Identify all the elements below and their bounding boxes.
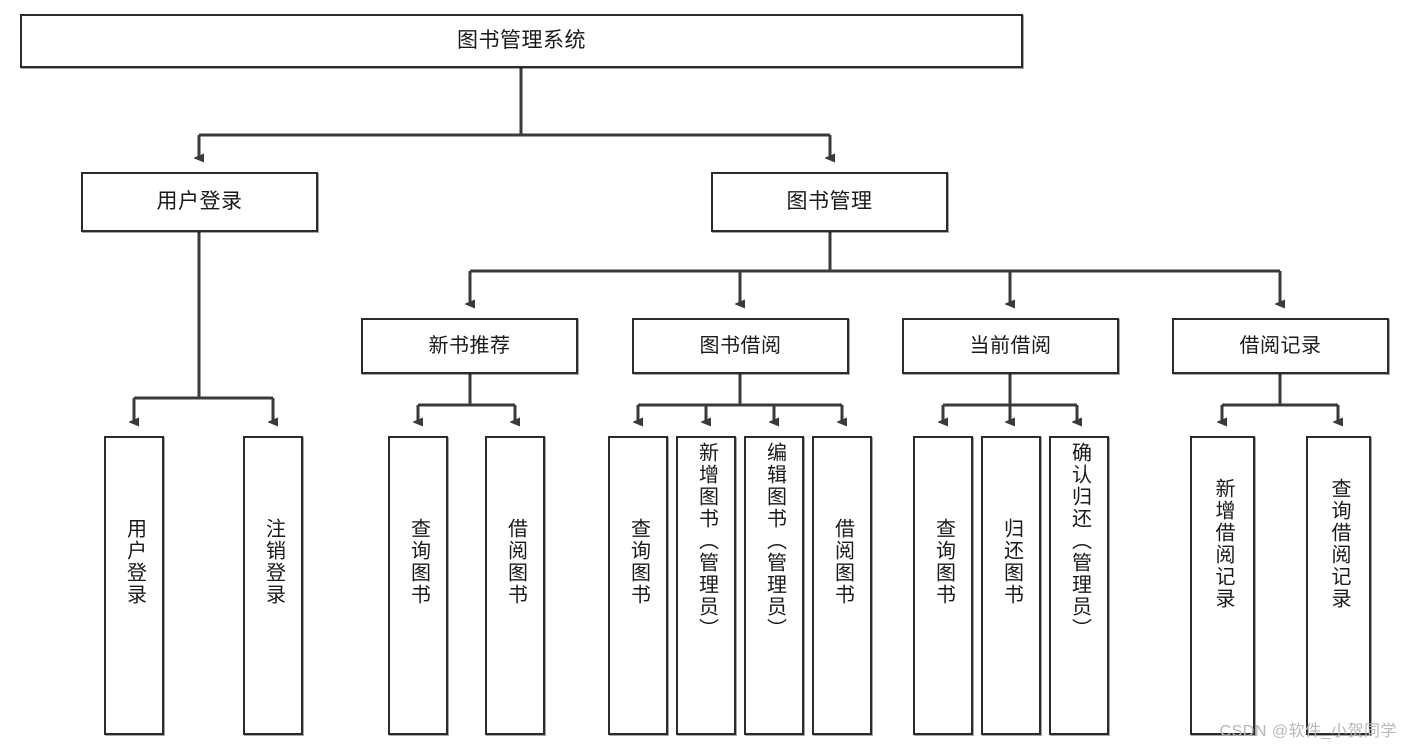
leaf-query-book-current[interactable]: 查询图书 bbox=[913, 436, 973, 735]
node-borrow-record[interactable]: 借阅记录 bbox=[1172, 318, 1389, 374]
leaf-query-borrow-record[interactable]: 查询借阅记录 bbox=[1306, 436, 1371, 735]
node-label: 注销登录 bbox=[262, 518, 285, 606]
node-label: 用户登录 bbox=[123, 518, 146, 606]
node-label: 借阅记录 bbox=[1239, 334, 1322, 357]
node-label: 编辑图书（管理员） bbox=[763, 442, 786, 640]
node-label: 图书管理系统 bbox=[457, 28, 586, 52]
leaf-logout[interactable]: 注销登录 bbox=[243, 436, 303, 735]
node-current-borrow[interactable]: 当前借阅 bbox=[902, 318, 1119, 374]
node-new-book-recommend[interactable]: 新书推荐 bbox=[361, 318, 578, 374]
node-label: 用户登录 bbox=[156, 189, 243, 213]
node-label: 新增借阅记录 bbox=[1212, 478, 1234, 610]
node-user-login[interactable]: 用户登录 bbox=[81, 172, 318, 232]
leaf-query-book-borrow[interactable]: 查询图书 bbox=[608, 436, 668, 735]
node-label: 归还图书 bbox=[1000, 518, 1023, 606]
leaf-edit-book-admin[interactable]: 编辑图书（管理员） bbox=[744, 436, 804, 735]
node-root-book-management-system[interactable]: 图书管理系统 bbox=[20, 14, 1023, 68]
leaf-borrow-book[interactable]: 借阅图书 bbox=[812, 436, 872, 735]
node-label: 确认归还（管理员） bbox=[1068, 442, 1091, 640]
node-book-management[interactable]: 图书管理 bbox=[711, 172, 948, 232]
leaf-confirm-return-admin[interactable]: 确认归还（管理员） bbox=[1049, 436, 1109, 735]
leaf-return-book[interactable]: 归还图书 bbox=[981, 436, 1041, 735]
node-label: 查询图书 bbox=[407, 518, 430, 606]
leaf-add-borrow-record[interactable]: 新增借阅记录 bbox=[1190, 436, 1255, 735]
watermark-text: CSDN @软件_小贺同学 bbox=[1219, 723, 1397, 740]
node-label: 当前借阅 bbox=[969, 334, 1052, 357]
node-label: 新书推荐 bbox=[428, 334, 511, 357]
node-book-borrow[interactable]: 图书借阅 bbox=[632, 318, 849, 374]
leaf-add-book-admin[interactable]: 新增图书（管理员） bbox=[676, 436, 736, 735]
node-label: 新增图书（管理员） bbox=[695, 442, 718, 640]
node-label: 借阅图书 bbox=[831, 518, 854, 606]
leaf-query-book-recommend[interactable]: 查询图书 bbox=[388, 436, 448, 735]
node-label: 查询图书 bbox=[627, 518, 650, 606]
node-label: 图书借阅 bbox=[699, 334, 782, 357]
node-label: 查询借阅记录 bbox=[1328, 478, 1350, 610]
leaf-user-login[interactable]: 用户登录 bbox=[104, 436, 164, 735]
node-label: 查询图书 bbox=[932, 518, 955, 606]
node-label: 图书管理 bbox=[786, 189, 873, 213]
node-label: 借阅图书 bbox=[504, 518, 527, 606]
leaf-borrow-book-recommend[interactable]: 借阅图书 bbox=[485, 436, 545, 735]
